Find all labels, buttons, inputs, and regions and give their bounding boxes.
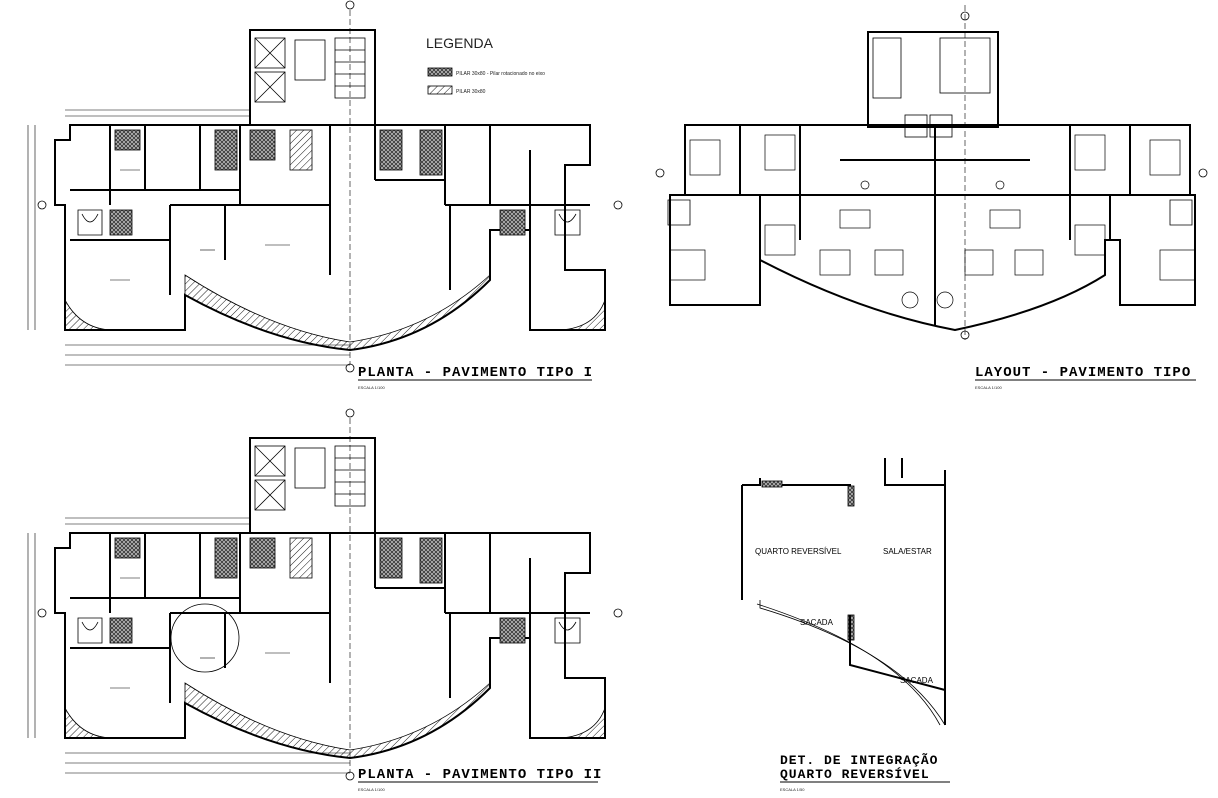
detail-room-sacada-1: SACADA	[800, 618, 834, 627]
detail-title-2: QUARTO REVERSÍVEL	[780, 767, 930, 782]
detail-quarto-reversivel	[741, 458, 946, 726]
plan2-title: PLANTA - PAVIMENTO TIPO II	[358, 767, 602, 783]
detail-title-1: DET. DE INTEGRAÇÃO	[780, 753, 938, 768]
plan-tipo-2	[27, 408, 623, 781]
plan1-title: PLANTA - PAVIMENTO TIPO I	[358, 365, 593, 381]
legend-swatch-rotated-pillar	[427, 67, 453, 77]
plan2-scale: ESCALA 1/100	[358, 787, 385, 792]
detail-scale: ESCALA 1/50	[780, 787, 805, 792]
layout-title: LAYOUT - PAVIMENTO TIPO	[975, 365, 1191, 381]
layout-scale: ESCALA 1/100	[975, 385, 1002, 390]
detail-room-sala: SALA/ESTAR	[883, 547, 932, 556]
plan1-scale: ESCALA 1/100	[358, 385, 385, 390]
legend-item-rotated-pillar: PILAR 30x80 - Pilar rotacionado no eixo	[456, 71, 545, 77]
legend-title: LEGENDA	[426, 35, 494, 51]
detail-room-sacada-2: SACADA	[900, 676, 934, 685]
layout-tipo	[655, 5, 1208, 340]
legend-item-pillar: PILAR 30x80	[456, 89, 486, 95]
plan-tipo-1	[27, 0, 623, 373]
legend: LEGENDA PILAR 30x80 - Pilar rotacionado …	[426, 35, 545, 95]
detail-room-quarto: QUARTO REVERSÍVEL	[755, 547, 842, 556]
legend-swatch-pillar	[427, 85, 453, 95]
